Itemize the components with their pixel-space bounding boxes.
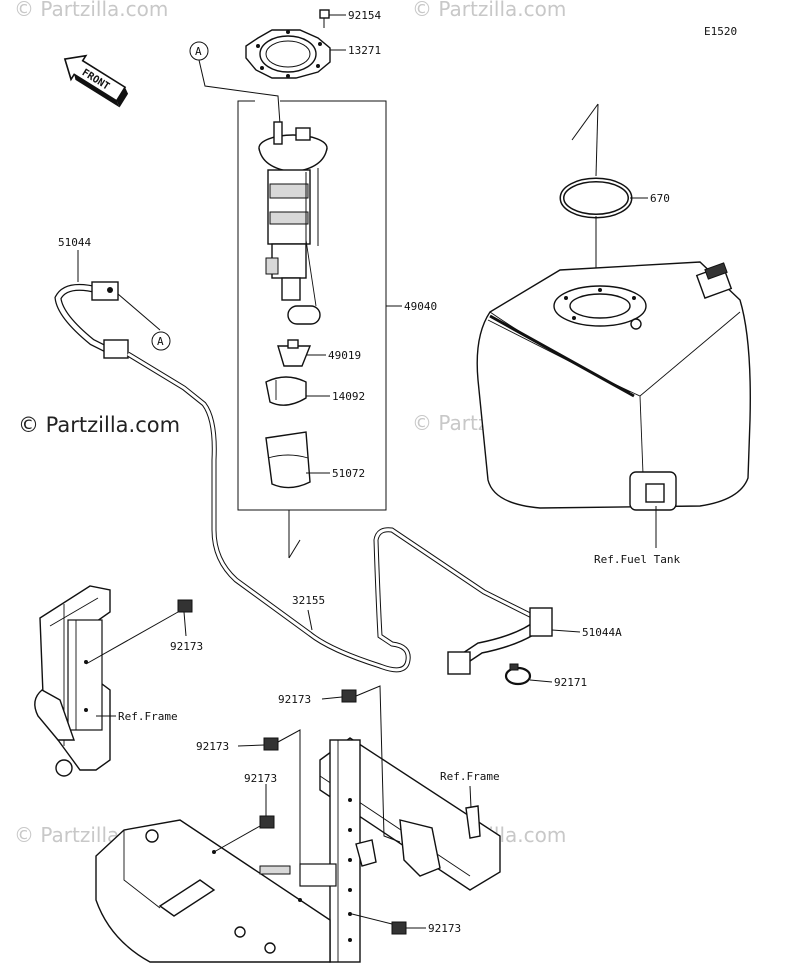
label-14092: 14092 [332, 390, 365, 403]
watermark-main: © Partzilla.com [18, 413, 180, 437]
clip-92173-mid[interactable] [341, 689, 357, 703]
label-92173-e: 92173 [428, 922, 461, 935]
watermark: © Partzilla.com [412, 0, 566, 21]
hose-51044[interactable] [54, 281, 129, 359]
frame-tab [465, 805, 481, 839]
label-92173-c: 92173 [196, 740, 229, 753]
clamp-92171[interactable] [504, 663, 532, 686]
clip-92173-center[interactable] [263, 737, 279, 751]
clip-92173-bottom[interactable] [391, 921, 407, 935]
label-51072: 51072 [332, 467, 365, 480]
label-49040: 49040 [404, 300, 437, 313]
fuel-line-32155[interactable] [126, 351, 542, 673]
callout-a-left [151, 331, 171, 351]
fuel-pump-assembly[interactable] [258, 121, 328, 325]
ref-fuel-tank-label: Ref.Fuel Tank [594, 553, 680, 566]
label-32155: 32155 [292, 594, 325, 607]
gasket-13271[interactable] [245, 29, 331, 79]
label-92154: 92154 [348, 9, 381, 22]
assembly-bracket [237, 100, 387, 511]
clip-92173-lower[interactable] [259, 815, 275, 829]
frame-left [34, 585, 111, 777]
label-670: 670 [650, 192, 670, 205]
frame-bottom [95, 737, 501, 963]
ref-frame-left-label: Ref.Frame [118, 710, 178, 723]
bolt-92154[interactable] [319, 9, 330, 28]
label-92173-a: 92173 [170, 640, 203, 653]
cover-51072[interactable] [265, 431, 311, 489]
fuel-tank [476, 261, 751, 511]
watermark: © Partzilla.com [14, 0, 168, 21]
label-51044a: 51044A [582, 626, 622, 639]
label-49019: 49019 [328, 349, 361, 362]
svg-text:A: A [195, 45, 202, 58]
diagram-code: E1520 [704, 25, 737, 38]
o-ring-670[interactable] [559, 177, 633, 219]
clip-14092[interactable] [265, 376, 307, 406]
front-arrow-icon: FRONT [63, 54, 129, 108]
svg-text:A: A [157, 335, 164, 348]
label-13271: 13271 [348, 44, 381, 57]
label-92171: 92171 [554, 676, 587, 689]
clip-92173-left[interactable] [177, 599, 193, 613]
ref-frame-right-label: Ref.Frame [440, 770, 500, 783]
label-92173-d: 92173 [244, 772, 277, 785]
label-51044: 51044 [58, 236, 91, 249]
filter-49019[interactable] [277, 339, 312, 367]
label-92173-b: 92173 [278, 693, 311, 706]
hose-51044a[interactable] [447, 607, 553, 675]
